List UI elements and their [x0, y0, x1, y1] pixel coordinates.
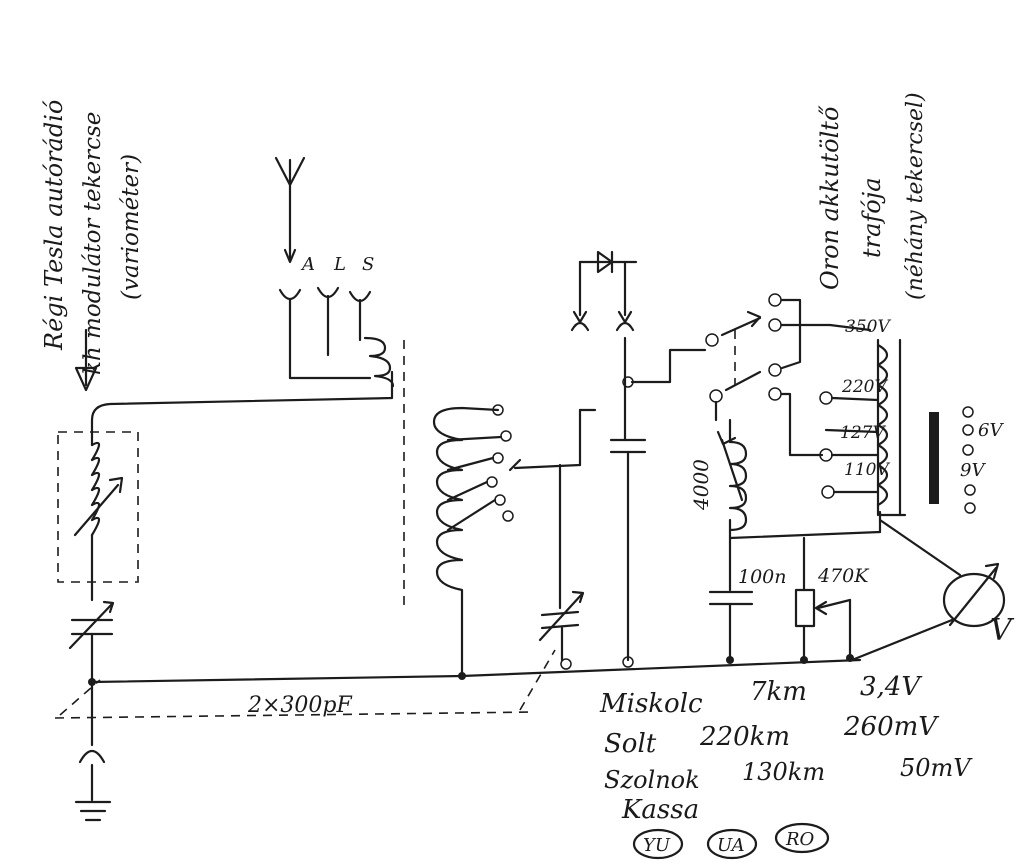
station-3: Szolnok — [604, 766, 700, 794]
level-3: 50mV — [900, 754, 973, 782]
measurements: Miskolc 7km 3,4V Solt 220km 260mV Szolno… — [599, 672, 973, 825]
note-arrow — [74, 328, 98, 392]
note-left-1: Régi Tesla autórádió — [40, 100, 68, 351]
tap-350v: 350V — [845, 317, 891, 337]
distance-2: 220km — [699, 722, 790, 752]
tap-220v: 220V — [841, 377, 888, 397]
distance-1: 7km — [750, 677, 807, 707]
country-badges: YU UA RO — [632, 822, 830, 860]
note-left-3: (variométer) — [118, 154, 144, 300]
level-1: 3,4V — [860, 672, 922, 702]
tap-127v: 127V — [840, 423, 886, 443]
meter-label: V — [990, 613, 1015, 648]
ground-section — [54, 658, 862, 822]
badge-ua: UA — [717, 835, 745, 856]
secondary-core — [929, 412, 939, 504]
station-4: Kassa — [621, 795, 699, 825]
station-1: Miskolc — [599, 689, 703, 719]
variable-capacitor-left — [68, 600, 115, 684]
left-notes: Régi Tesla autórádió kh modulátor tekerc… — [40, 100, 144, 375]
tap-label-s: S — [362, 254, 374, 275]
antenna-tap-labels: A L S — [300, 254, 374, 275]
antenna — [274, 156, 405, 610]
tapped-coil — [432, 404, 597, 711]
tap-6v: 6V — [978, 420, 1004, 441]
cap-100n-label: 100n — [738, 566, 787, 588]
level-2: 260mV — [843, 712, 939, 742]
note-left-2: kh modulátor tekercse — [80, 112, 106, 375]
capacitor-label: 2×300pF — [247, 693, 353, 718]
distance-3: 130km — [742, 758, 825, 786]
badge-yu: YU — [643, 835, 671, 856]
res-470k-label: 470K — [817, 565, 870, 587]
voltmeter: V — [850, 518, 1015, 662]
variometer-coil — [57, 370, 394, 602]
badge-ro: RO — [785, 829, 815, 850]
selector-switch — [630, 293, 872, 457]
tap-label-l: L — [333, 254, 346, 275]
station-2: Solt — [604, 729, 657, 759]
right-notes: Oron akkutöltő trafója (néhány tekercsel… — [816, 92, 928, 300]
output-filter: 100n 470K — [708, 536, 870, 664]
note-right-2: trafója — [858, 177, 886, 258]
tap-110v: 110V — [844, 460, 890, 480]
choke: 4000 — [689, 418, 882, 592]
note-right-3: (néhány tekercsel) — [903, 92, 928, 300]
tap-9v: 9V — [960, 460, 986, 481]
tap-label-a: A — [300, 254, 315, 275]
choke-label: 4000 — [689, 459, 713, 511]
transformer: 350V 220V 127V 110V 6V 9V — [819, 317, 1004, 517]
detector-section — [570, 250, 647, 668]
note-right-1: Oron akkutöltő — [816, 105, 844, 290]
